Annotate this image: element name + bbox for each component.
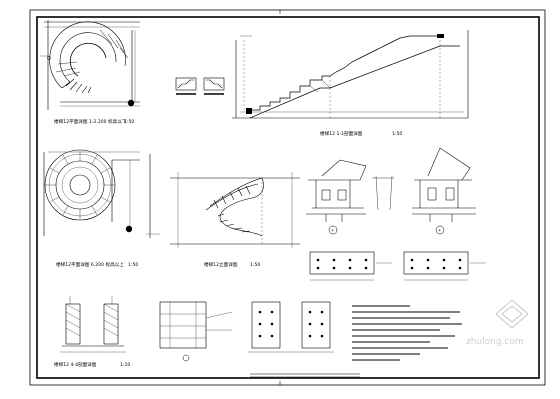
section-4-4 bbox=[60, 296, 126, 353]
stringer-detail-b bbox=[248, 301, 334, 353]
title-bar bbox=[250, 373, 360, 378]
general-notes bbox=[352, 305, 462, 361]
caption-section-11-scale: 1:50 bbox=[392, 131, 402, 137]
landing-slab bbox=[437, 34, 444, 38]
caption-plan-lower-scale: 1:50 bbox=[128, 262, 138, 268]
caption-plan-lower: 楼梯12平面详图 6.200 标高以上 bbox=[56, 261, 124, 268]
watermark: zhulong.com bbox=[466, 299, 529, 347]
caption-section-bottom: 楼梯12 4-4剖面详图 bbox=[54, 361, 97, 368]
outer-border bbox=[29, 9, 546, 386]
caption-plan-upper-scale: 1:50 bbox=[124, 119, 134, 125]
base-footing bbox=[246, 108, 252, 114]
caption-plan-upper: 楼梯12平面详图 1-2.200 标高以下 bbox=[54, 118, 127, 125]
tag-1: ① bbox=[331, 229, 334, 233]
spiral-plan-lower bbox=[43, 149, 160, 238]
node-details bbox=[306, 147, 476, 222]
embedded-plates bbox=[309, 251, 486, 281]
stringer-detail-a bbox=[159, 301, 233, 362]
caption-section-bottom-scale: 1:10 bbox=[120, 362, 130, 368]
section-1-1 bbox=[232, 30, 469, 119]
caption-elevation-scale: 1:50 bbox=[250, 262, 260, 268]
inner-border bbox=[36, 16, 540, 379]
stair-profile-symbols bbox=[175, 77, 225, 95]
watermark-text: zhulong.com bbox=[466, 337, 524, 347]
node-detail-tags: ① ② bbox=[328, 225, 445, 235]
tag-2: ② bbox=[438, 229, 441, 233]
column-marker bbox=[127, 99, 135, 107]
column-marker-lower bbox=[125, 225, 133, 233]
axis-bubble bbox=[47, 56, 51, 60]
caption-elevation: 楼梯12立面详图 bbox=[204, 261, 238, 268]
caption-section-11: 楼梯12 1-1剖面详图 bbox=[320, 130, 363, 137]
spiral-plan-upper bbox=[40, 20, 140, 110]
elevation-curved-stair bbox=[170, 172, 300, 248]
